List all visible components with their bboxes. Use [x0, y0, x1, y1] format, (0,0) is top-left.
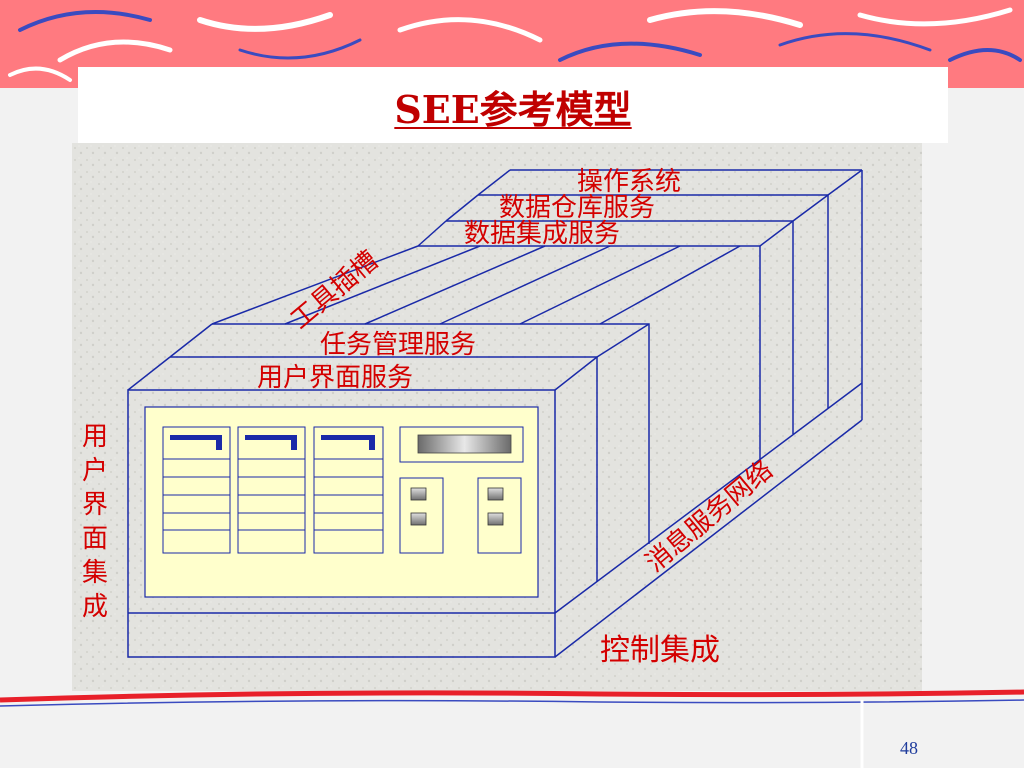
- bottom-swoosh: [0, 689, 1024, 703]
- label-ui-integration-char: 用: [82, 422, 108, 452]
- label-data-integration: 数据集成服务: [464, 219, 620, 249]
- front-panel: [144, 406, 539, 598]
- banner-swirls: [8, 7, 1022, 82]
- label-ui-service: 用户界面服务: [257, 363, 413, 393]
- display-screen: [417, 434, 512, 454]
- label-ui-integration-char: 户: [82, 456, 108, 486]
- tool-slot-dividers: [284, 245, 741, 325]
- label-task-management: 任务管理服务: [320, 330, 476, 360]
- box-front-face: [127, 389, 556, 658]
- label-os: 操作系统: [577, 167, 681, 197]
- bottom-swoosh-blue: [0, 699, 1024, 707]
- tool-card-1: [162, 426, 231, 554]
- tool-card-2: [237, 426, 306, 554]
- label-ui-integration-char: 面: [82, 524, 108, 554]
- title-box: SEE参考模型: [78, 67, 948, 143]
- label-ui-integration-char: 集: [82, 558, 108, 588]
- label-control-integration: 控制集成: [600, 633, 720, 668]
- tool-card-3: [313, 426, 384, 554]
- see-model-box: [127, 169, 863, 658]
- switch-button-1b: [410, 512, 427, 526]
- page-number: 48: [900, 738, 918, 758]
- switch-button-1a: [410, 487, 427, 501]
- slide-title: SEE参考模型: [394, 87, 632, 132]
- switch-button-2b: [487, 512, 504, 526]
- switch-button-2a: [487, 487, 504, 501]
- messaging-layer-edge: [554, 382, 863, 614]
- box-top-left-edge: [127, 356, 171, 391]
- label-ui-integration: 用 户 界 面 集 成: [82, 422, 108, 622]
- label-ui-integration-char: 成: [82, 592, 108, 622]
- label-repository: 数据仓库服务: [499, 193, 655, 223]
- label-ui-integration-char: 界: [82, 490, 108, 520]
- tool-slot-edge: [211, 245, 419, 325]
- box-bottom-right-edge: [554, 419, 863, 658]
